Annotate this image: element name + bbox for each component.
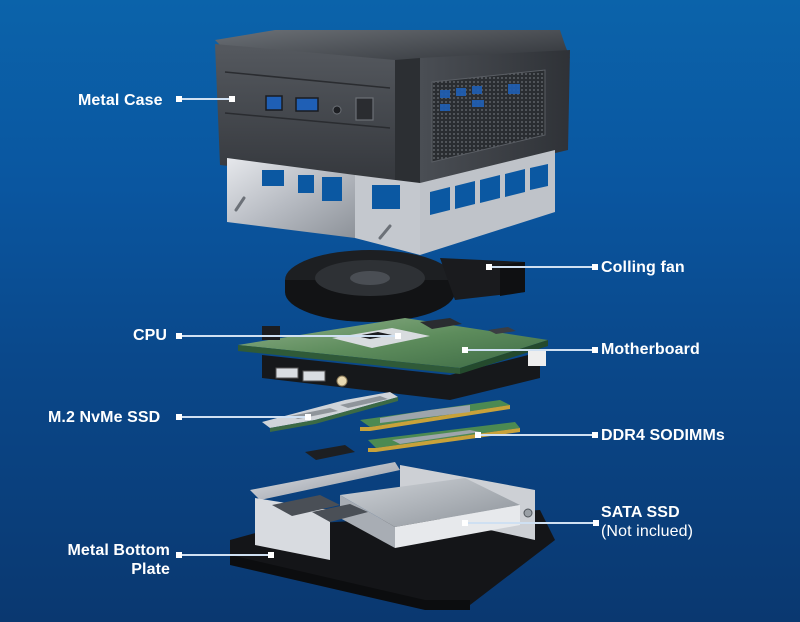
leader-dot (592, 264, 598, 270)
leader-dot (176, 552, 182, 558)
leader-line-bottom-plate (182, 554, 270, 556)
leader-dot (592, 432, 598, 438)
leader-line-cpu (182, 335, 397, 337)
inner-frame-illustration (227, 150, 555, 255)
label-ddr4-sodimms: DDR4 SODIMMs (601, 427, 725, 444)
leader-dot (486, 264, 492, 270)
leader-line-motherboard (468, 349, 592, 351)
leader-dot (592, 347, 598, 353)
leader-line-ddr4 (481, 434, 592, 436)
label-sata-ssd-note: (Not inclued) (601, 523, 694, 540)
label-motherboard: Motherboard (601, 341, 700, 358)
label-sata-ssd: SATA SSD (Not inclued) (601, 503, 693, 541)
bottom-plate-illustration (230, 462, 555, 610)
leader-dot (305, 414, 311, 420)
label-cooling-fan: Colling fan (601, 259, 685, 276)
leader-dot (462, 347, 468, 353)
metal-case-illustration (215, 30, 570, 185)
leader-dot (593, 520, 599, 526)
leader-dot (176, 96, 182, 102)
label-cpu: CPU (133, 327, 168, 344)
leader-dot (395, 333, 401, 339)
leader-dot (229, 96, 235, 102)
motherboard-illustration (238, 318, 548, 400)
leader-line-cooling-fan (492, 266, 592, 268)
leader-dot (176, 333, 182, 339)
label-sata-ssd-title: SATA SSD (601, 504, 680, 521)
label-bottom-plate-line1: Metal Bottom (67, 542, 170, 559)
leader-dot (268, 552, 274, 558)
label-bottom-plate-line2: Plate (131, 561, 170, 578)
label-m2-ssd: M.2 NvMe SSD (48, 409, 161, 426)
leader-dot (462, 520, 468, 526)
cooling-fan-illustration (285, 250, 525, 322)
leader-line-sata-ssd (468, 522, 595, 524)
label-metal-case: Metal Case (78, 92, 163, 109)
label-metal-bottom-plate: Metal Bottom Plate (58, 541, 170, 579)
leader-line-metal-case (182, 98, 232, 100)
leader-dot (176, 414, 182, 420)
leader-dot (475, 432, 481, 438)
leader-line-m2-ssd (182, 416, 308, 418)
